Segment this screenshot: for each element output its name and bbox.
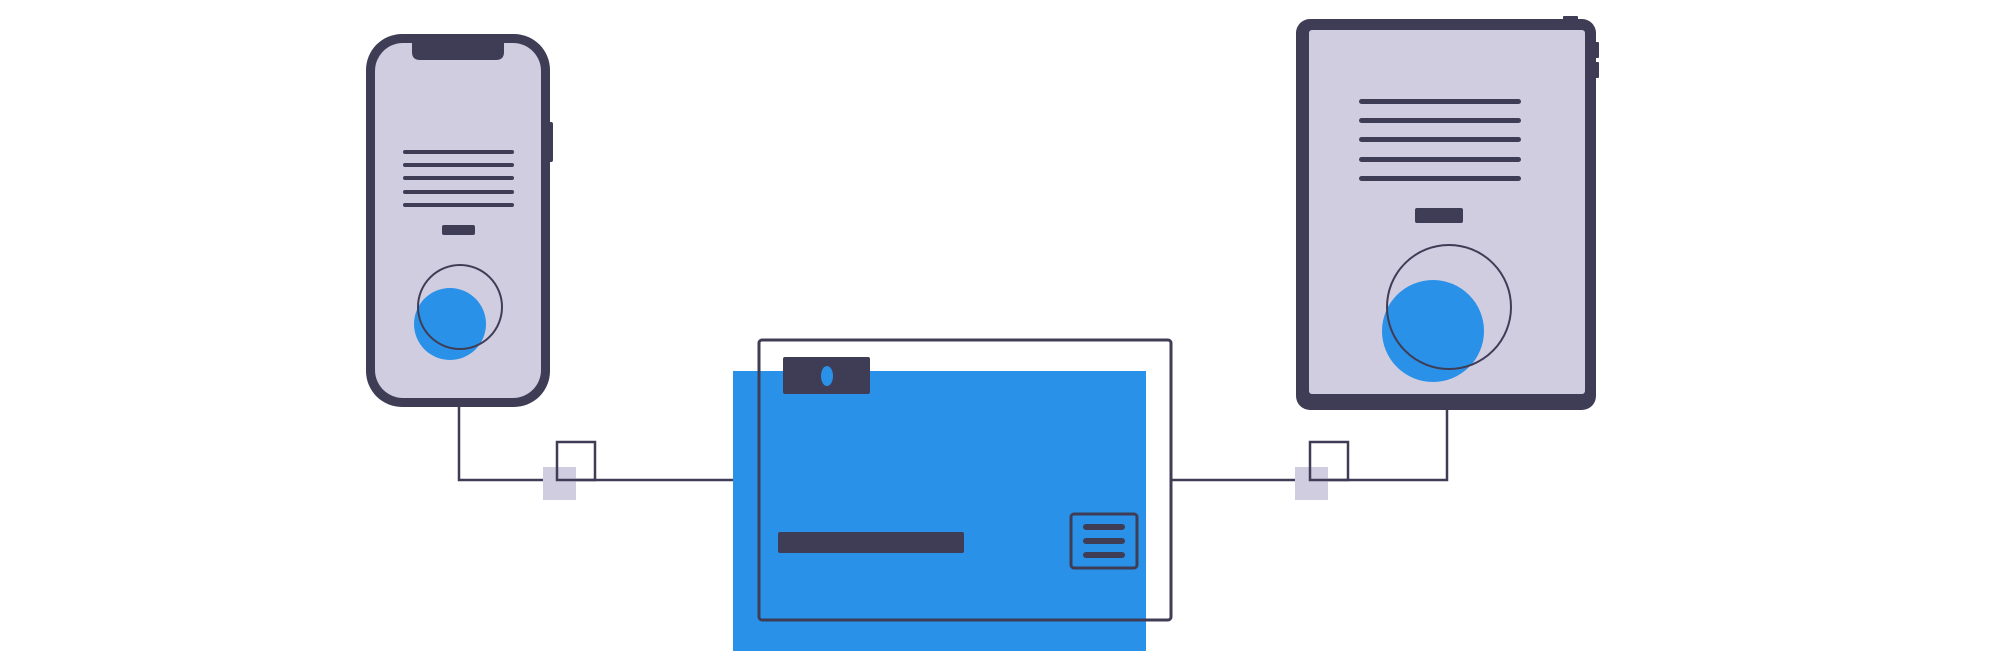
phone-text-lines — [403, 150, 514, 207]
connector-line-left — [457, 405, 733, 482]
phone-small-button — [442, 225, 475, 235]
credit-card-icon — [733, 338, 1173, 651]
tablet-small-button — [1415, 208, 1463, 223]
connector-square-filled-left — [543, 467, 576, 500]
phone-screen — [375, 43, 541, 398]
hamburger-menu-icon — [1069, 512, 1139, 570]
card-number-strip — [778, 532, 964, 553]
connector-square-filled-right — [1295, 467, 1328, 500]
connectors — [457, 405, 1449, 500]
connector-line-right — [1171, 405, 1449, 482]
connector-square-outline-right — [1308, 440, 1350, 482]
card-fill — [733, 371, 1146, 651]
card-outline — [757, 338, 1173, 622]
smartphone-icon — [366, 34, 553, 407]
tablet-avatar-icon — [1382, 244, 1512, 382]
tablet-icon — [1296, 16, 1599, 410]
phone-avatar-icon — [414, 264, 503, 360]
phone-notch — [412, 40, 504, 60]
tablet-text-lines — [1359, 99, 1521, 181]
connector-square-outline-left — [555, 440, 597, 482]
card-chip-icon — [783, 357, 870, 394]
